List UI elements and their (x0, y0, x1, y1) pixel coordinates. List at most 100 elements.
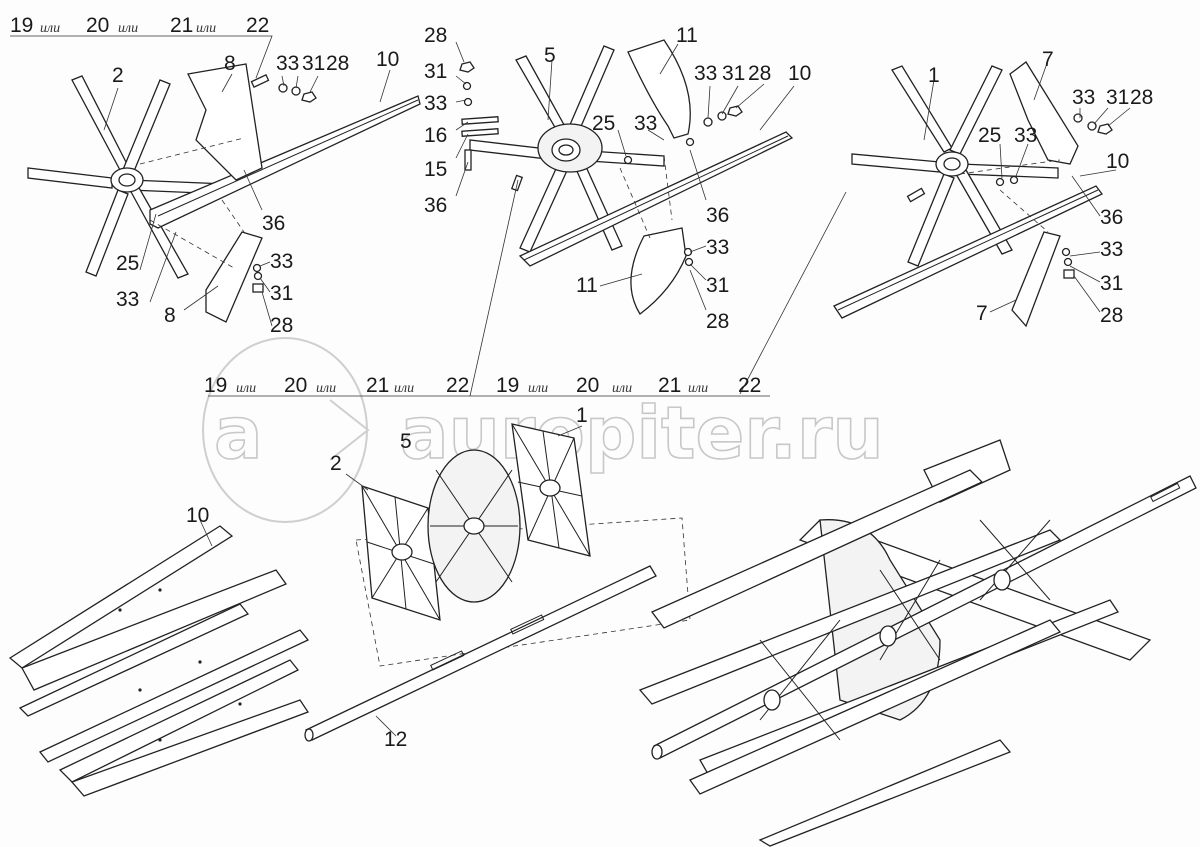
label-22: 22 (738, 374, 761, 397)
blades-10-set (8, 519, 310, 797)
label-1: 1 (576, 404, 588, 427)
label-20: 20 (284, 374, 307, 397)
label-36: 36 (424, 194, 447, 217)
nut (301, 91, 317, 103)
label-33: 33 (116, 288, 139, 311)
spoke (851, 153, 941, 173)
assembly-guide (959, 159, 1061, 233)
keyway (430, 650, 465, 671)
label-5: 5 (400, 430, 412, 453)
label-15: 15 (424, 158, 447, 181)
word-ili: или (118, 21, 138, 36)
support-1-hub (539, 479, 561, 497)
bolt (906, 187, 926, 203)
label-22: 22 (446, 374, 469, 397)
plate-15 (461, 128, 499, 137)
leader-line (375, 715, 397, 737)
spoke (85, 189, 129, 277)
rivet (138, 688, 142, 692)
label-1: 1 (928, 64, 940, 87)
label-31: 31 (1100, 272, 1123, 295)
shield-11-lower (630, 227, 687, 315)
rivet (198, 660, 202, 664)
label-28: 28 (1130, 86, 1153, 109)
rivet (238, 702, 242, 706)
label-5: 5 (544, 44, 556, 67)
label-28: 28 (270, 314, 293, 337)
nut (252, 283, 264, 293)
washer (684, 257, 694, 267)
label-33: 33 (276, 52, 299, 75)
shield-8-upper (187, 63, 263, 181)
label-28: 28 (326, 52, 349, 75)
label-2: 2 (330, 452, 342, 475)
label-31: 31 (1106, 86, 1129, 109)
leader-lines (455, 41, 795, 311)
spoke (907, 173, 955, 267)
washer (1009, 175, 1019, 185)
label-28: 28 (706, 310, 729, 333)
label-33: 33 (634, 112, 657, 135)
label-8: 8 (164, 304, 176, 327)
drum-blade (650, 469, 984, 629)
spoke (27, 167, 113, 189)
label-25: 25 (978, 124, 1001, 147)
hub-bore (558, 144, 574, 156)
middle-callout-leaders (208, 179, 847, 397)
drum-blade (638, 529, 1062, 705)
label-10: 10 (186, 504, 209, 527)
word-ili: или (612, 381, 632, 396)
label-36: 36 (1100, 206, 1123, 229)
word-ili: или (394, 381, 414, 396)
blade (8, 525, 234, 669)
shaft-end (304, 728, 314, 742)
label-7: 7 (976, 302, 988, 325)
label-31: 31 (302, 52, 325, 75)
bolt (250, 74, 270, 88)
blade (38, 629, 310, 763)
shield-7-upper (1009, 61, 1079, 165)
shield-7-lower (1011, 231, 1061, 328)
drum-shaft-end (651, 744, 663, 760)
washer (717, 111, 727, 121)
assembly-guide (619, 155, 673, 239)
label-22: 22 (246, 14, 269, 37)
washer (995, 177, 1005, 187)
spoke (121, 79, 171, 177)
label-33: 33 (1100, 238, 1123, 261)
washer (252, 263, 262, 273)
label-10: 10 (376, 48, 399, 71)
word-ili: или (40, 21, 60, 36)
nut (1063, 269, 1075, 279)
group-middle-wheel-5 (455, 39, 795, 315)
label-28: 28 (748, 62, 771, 85)
label-33: 33 (424, 92, 447, 115)
group-right-wheel-1 (833, 61, 1131, 328)
washer (463, 97, 473, 107)
hub-bore (943, 157, 961, 171)
label-20: 20 (576, 374, 599, 397)
spoke (515, 55, 569, 137)
blade (58, 659, 300, 783)
drum-hub (993, 569, 1011, 591)
watermark-logo-arrow (329, 399, 370, 461)
label-25: 25 (592, 112, 615, 135)
label-10: 10 (788, 62, 811, 85)
leader-lines (10, 35, 391, 327)
label-28: 28 (1100, 304, 1123, 327)
label-31: 31 (270, 282, 293, 305)
label-31: 31 (424, 60, 447, 83)
blade-fold (157, 99, 419, 217)
drum-hub (879, 625, 897, 647)
spoke (71, 75, 129, 171)
label-33: 33 (694, 62, 717, 85)
spoke (959, 163, 1059, 179)
assembled-drum (638, 439, 1197, 847)
washer (291, 86, 301, 96)
label-36: 36 (262, 212, 285, 235)
label-28: 28 (424, 24, 447, 47)
label-21: 21 (658, 374, 681, 397)
label-11: 11 (676, 24, 698, 47)
leader-lines (345, 425, 583, 491)
